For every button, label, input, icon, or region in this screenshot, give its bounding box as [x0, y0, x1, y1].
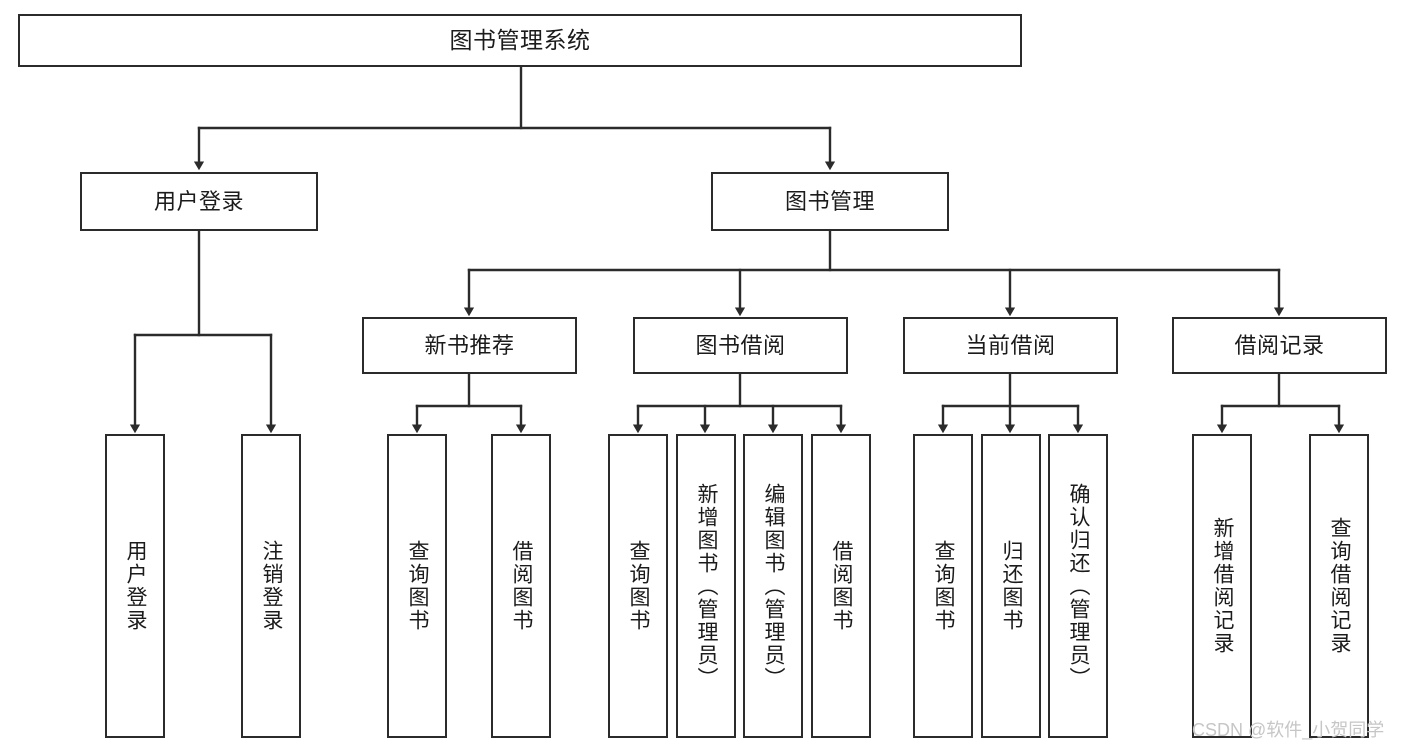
node-leaf-return-book[interactable]: 归还图书	[981, 434, 1041, 738]
node-label: 查询图书	[627, 540, 651, 632]
node-leaf-logout-login[interactable]: 注销登录	[241, 434, 301, 738]
node-leaf-add-book[interactable]: 新增图书（管理员）	[676, 434, 736, 738]
node-label: 当前借阅	[965, 332, 1056, 358]
node-leaf-edit-book[interactable]: 编辑图书（管理员）	[743, 434, 803, 738]
node-label: 新增图书（管理员）	[695, 482, 719, 690]
node-new-book-recommend[interactable]: 新书推荐	[362, 317, 577, 374]
node-label: 编辑图书（管理员）	[762, 482, 786, 690]
node-current-borrow[interactable]: 当前借阅	[903, 317, 1118, 374]
node-label: 借阅图书	[830, 540, 854, 632]
node-leaf-borrow-book-2[interactable]: 借阅图书	[811, 434, 871, 738]
node-label: 确认归还（管理员）	[1067, 482, 1091, 690]
node-label: 用户登录	[153, 188, 244, 214]
node-book-borrow[interactable]: 图书借阅	[633, 317, 848, 374]
node-label: 归还图书	[1000, 540, 1024, 632]
node-leaf-add-borrow-record[interactable]: 新增借阅记录	[1192, 434, 1252, 738]
node-leaf-confirm-return[interactable]: 确认归还（管理员）	[1048, 434, 1108, 738]
node-leaf-query-book-3[interactable]: 查询图书	[913, 434, 973, 738]
node-label: 借阅记录	[1234, 332, 1325, 358]
csdn-watermark: CSDN @软件_小贺同学	[1192, 720, 1385, 740]
node-leaf-user-login[interactable]: 用户登录	[105, 434, 165, 738]
node-leaf-query-book-1[interactable]: 查询图书	[387, 434, 447, 738]
node-label: 图书借阅	[695, 332, 786, 358]
node-leaf-query-book-2[interactable]: 查询图书	[608, 434, 668, 738]
node-label: 图书管理	[784, 188, 875, 214]
node-book-management[interactable]: 图书管理	[711, 172, 949, 231]
node-leaf-borrow-book-1[interactable]: 借阅图书	[491, 434, 551, 738]
node-label: 图书管理系统	[449, 26, 591, 53]
node-label: 查询借阅记录	[1328, 517, 1352, 655]
node-label: 新书推荐	[424, 332, 515, 358]
node-label: 用户登录	[124, 540, 148, 632]
node-label: 查询图书	[932, 540, 956, 632]
node-leaf-query-borrow-record[interactable]: 查询借阅记录	[1309, 434, 1369, 738]
node-label: 新增借阅记录	[1211, 517, 1235, 655]
node-borrow-record[interactable]: 借阅记录	[1172, 317, 1387, 374]
node-label: 借阅图书	[510, 540, 534, 632]
node-user-login[interactable]: 用户登录	[80, 172, 318, 231]
node-label: 查询图书	[406, 540, 430, 632]
node-label: 注销登录	[260, 540, 284, 632]
node-root-book-management-system[interactable]: 图书管理系统	[18, 14, 1022, 67]
